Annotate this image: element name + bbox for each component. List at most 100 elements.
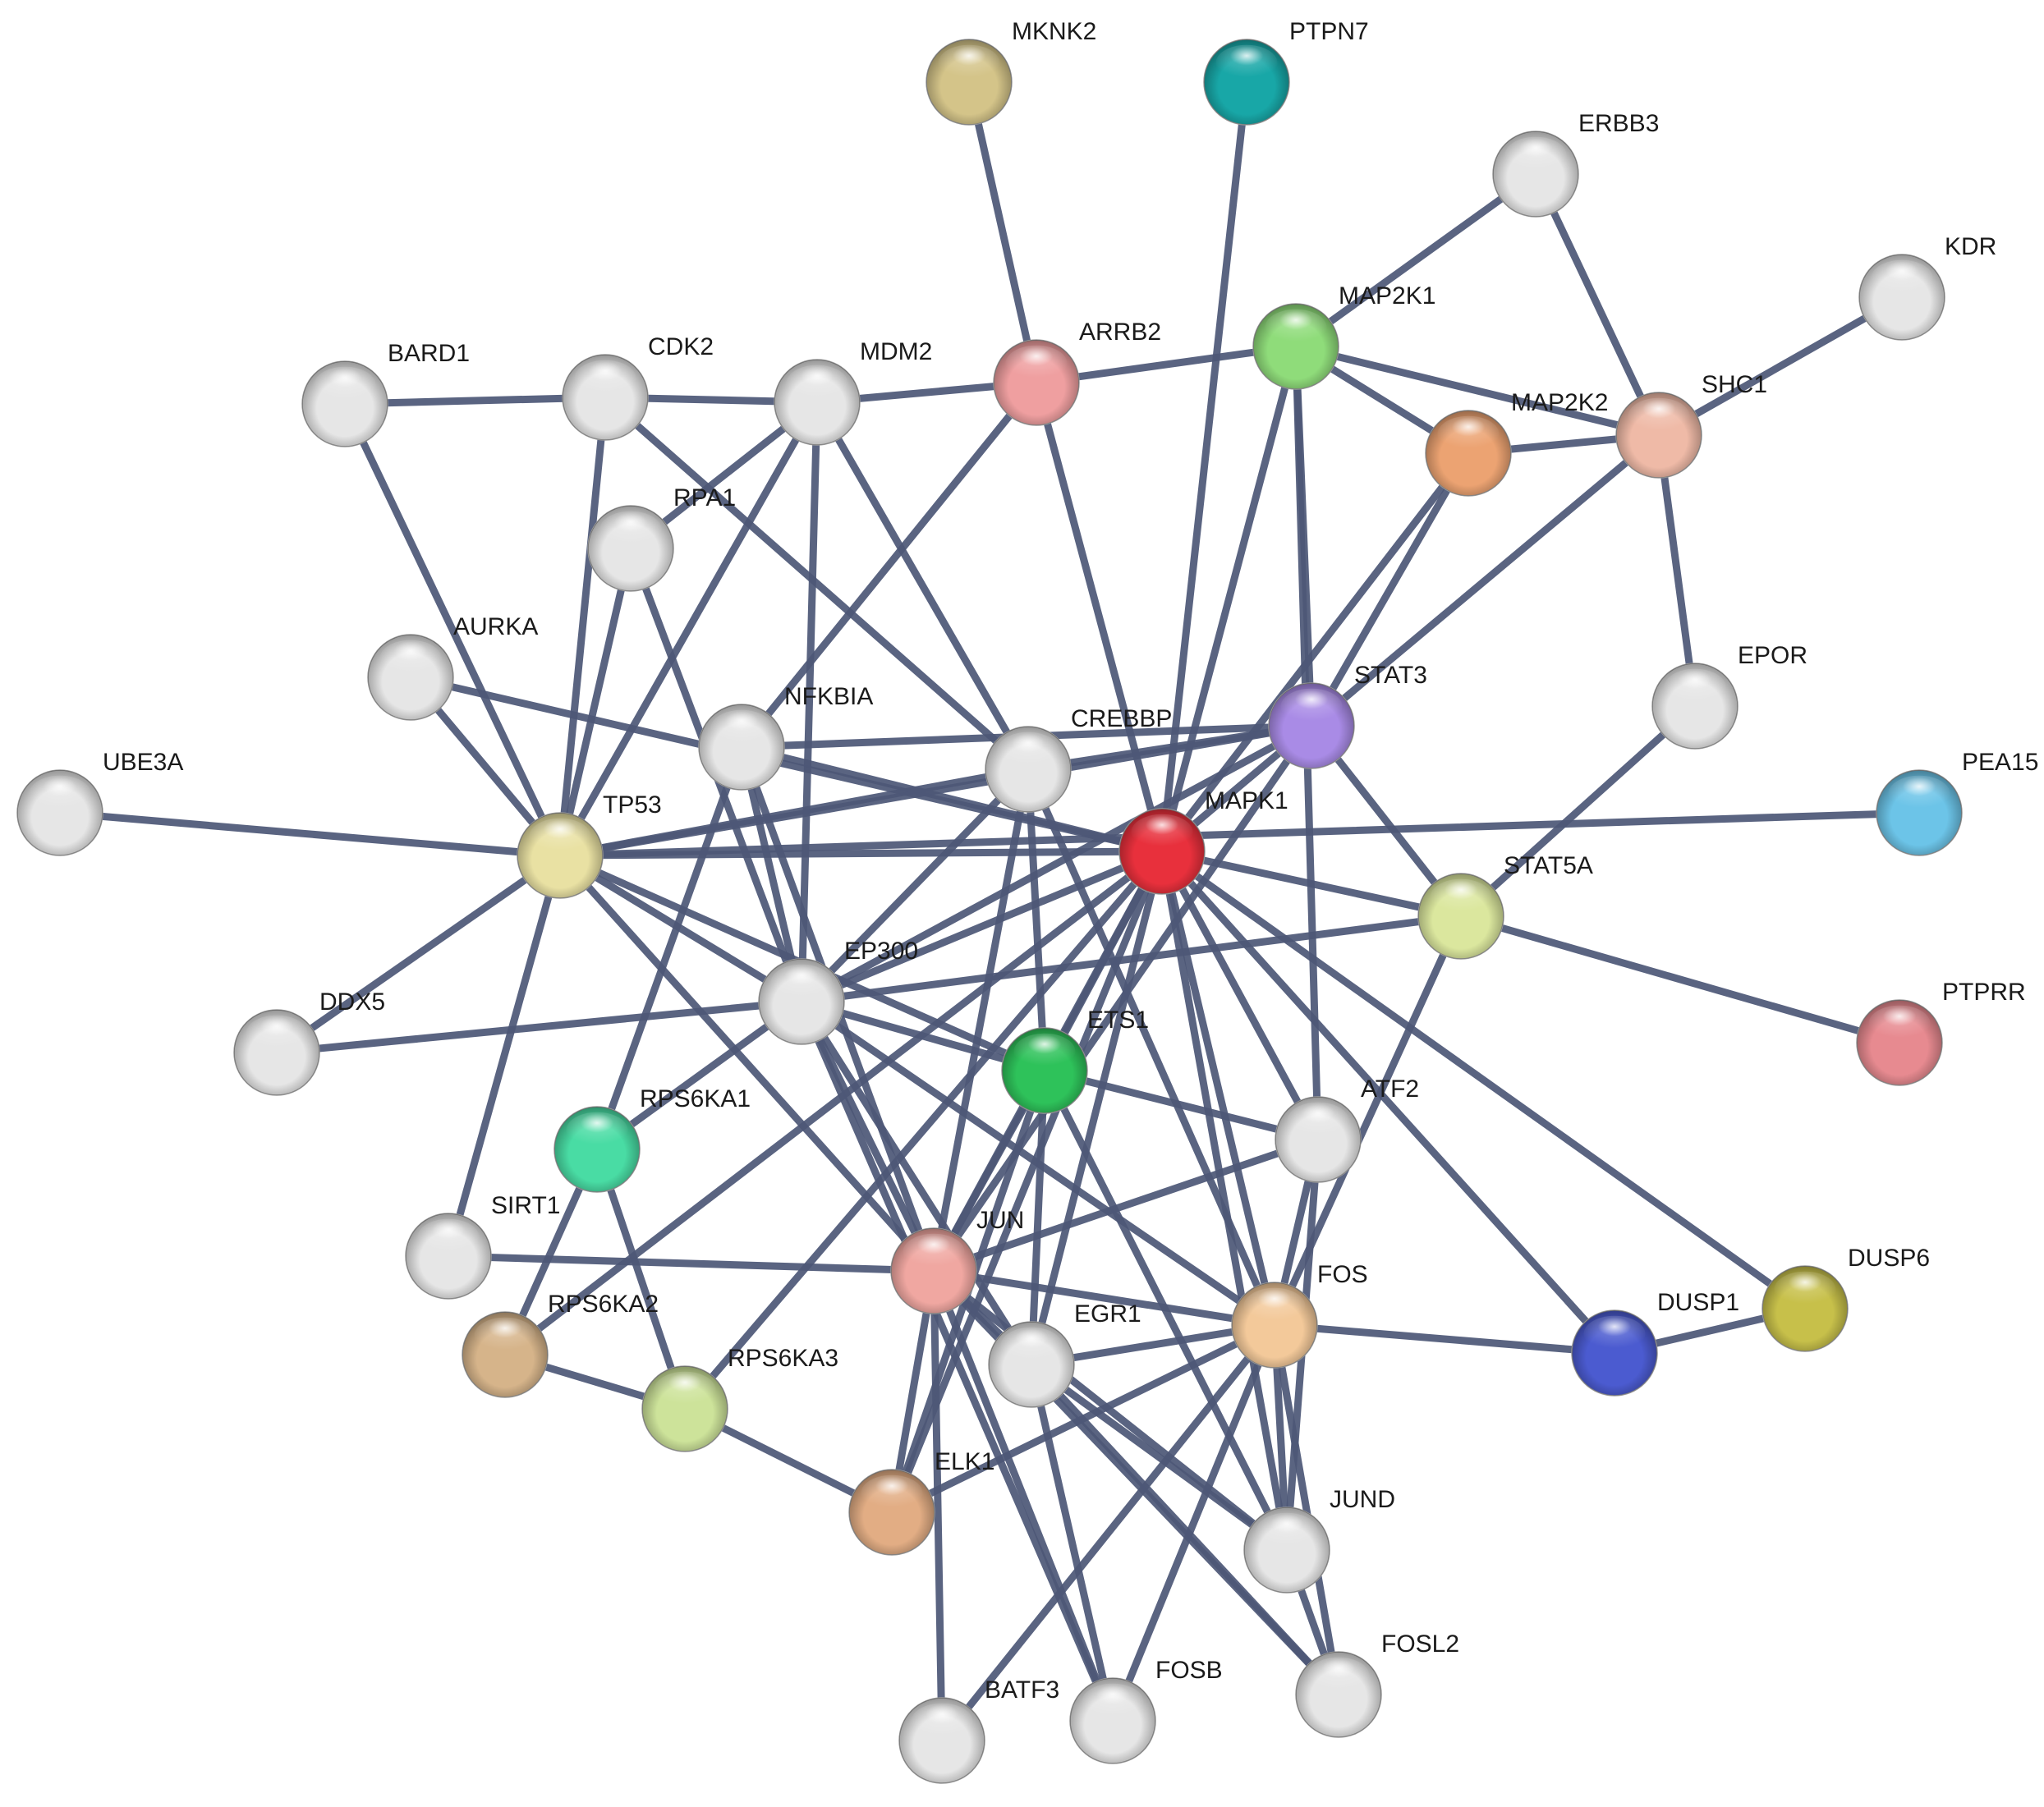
node-label: PEA15 — [1962, 749, 2038, 776]
node-aurka[interactable]: AURKA — [367, 613, 538, 721]
node-nfkbia[interactable]: NFKBIA — [698, 683, 873, 791]
node-gloss — [529, 818, 591, 855]
node-jund[interactable]: JUND — [1243, 1486, 1395, 1594]
node-crebbp[interactable]: CREBBP — [985, 705, 1172, 813]
edge-map2k2-stat3 — [1307, 449, 1472, 730]
node-ptpn7[interactable]: PTPN7 — [1203, 18, 1369, 126]
node-epor[interactable]: EPOR — [1651, 642, 1807, 750]
edge-bard1-cdk2 — [341, 393, 609, 408]
node-gloss — [246, 1015, 308, 1052]
node-gloss — [417, 1218, 480, 1255]
node-cdk2[interactable]: CDK2 — [562, 333, 714, 441]
node-elk1[interactable]: ELK1 — [848, 1448, 994, 1556]
node-label: ELK1 — [935, 1448, 994, 1475]
node-label: STAT3 — [1354, 662, 1427, 689]
node-dusp1[interactable]: DUSP1 — [1571, 1289, 1739, 1397]
node-kdr[interactable]: KDR — [1858, 233, 1996, 341]
node-dusp6[interactable]: DUSP6 — [1762, 1245, 1930, 1352]
node-label: RPS6KA1 — [640, 1085, 751, 1112]
node-label: EPOR — [1738, 642, 1807, 669]
edge-tp53-mapk1 — [556, 847, 1166, 860]
node-atf2[interactable]: ATF2 — [1275, 1075, 1419, 1183]
node-rps6ka1[interactable]: RPS6KA1 — [553, 1085, 751, 1193]
node-map2k2[interactable]: MAP2K2 — [1425, 389, 1608, 497]
edge-mapk1-jund — [1158, 847, 1291, 1554]
edge-arrb2-mapk1 — [1032, 378, 1166, 855]
node-gloss — [599, 511, 662, 548]
edge-mapk1-dusp1 — [1158, 847, 1619, 1357]
edge-mapk1-dusp6 — [1158, 847, 1809, 1313]
node-label: AURKA — [453, 613, 538, 640]
node-label: SHC1 — [1702, 371, 1767, 398]
node-mknk2[interactable]: MKNK2 — [926, 18, 1096, 126]
edge-cdk2-crebbp — [601, 393, 1032, 773]
node-gloss — [1265, 309, 1327, 346]
node-label: DDX5 — [319, 988, 385, 1016]
node-label: JUN — [976, 1207, 1024, 1234]
node-gloss — [1628, 397, 1690, 434]
edge-tp53-pea15 — [556, 809, 1923, 860]
node-label: MAP2K1 — [1339, 282, 1435, 310]
node-arrb2[interactable]: ARRB2 — [993, 319, 1161, 426]
node-gloss — [1256, 1512, 1318, 1549]
node-ube3a[interactable]: UBE3A — [16, 749, 183, 856]
node-label: PTPRR — [1942, 979, 2026, 1006]
node-erbb3[interactable]: ERBB3 — [1492, 110, 1659, 218]
edge-jun-batf3 — [930, 1267, 946, 1745]
node-ddx5[interactable]: DDX5 — [233, 988, 385, 1096]
node-label: FOSL2 — [1381, 1630, 1459, 1658]
node-fos[interactable]: FOS — [1231, 1261, 1368, 1369]
node-label: RPS6KA2 — [548, 1291, 659, 1318]
node-egr1[interactable]: EGR1 — [988, 1300, 1141, 1408]
edge-shc1-epor — [1655, 431, 1699, 710]
node-label: MAPK1 — [1205, 787, 1288, 814]
node-label: ARRB2 — [1079, 319, 1161, 346]
node-rps6ka2[interactable]: RPS6KA2 — [462, 1291, 659, 1398]
node-map2k1[interactable]: MAP2K1 — [1252, 282, 1435, 390]
node-gloss — [1504, 136, 1567, 173]
edge-mapk1-rps6ka3 — [681, 847, 1166, 1413]
node-gloss — [1082, 1683, 1144, 1720]
node-mdm2[interactable]: MDM2 — [774, 338, 932, 446]
node-label: EP300 — [844, 938, 918, 965]
node-gloss — [1215, 44, 1278, 81]
node-ets1[interactable]: ETS1 — [1001, 1007, 1149, 1114]
node-gloss — [938, 44, 1000, 81]
edge-nfkbia-mapk1 — [737, 743, 1166, 855]
node-sirt1[interactable]: SIRT1 — [405, 1192, 560, 1300]
node-gloss — [1583, 1315, 1646, 1352]
edge-stat5a-ptprr — [1457, 912, 1904, 1047]
node-gloss — [1868, 1005, 1931, 1042]
node-label: BARD1 — [388, 340, 470, 367]
node-tp53[interactable]: TP53 — [517, 791, 662, 899]
node-fosl2[interactable]: FOSL2 — [1295, 1630, 1459, 1738]
edge-mapk1-atf2 — [1158, 847, 1322, 1144]
node-gloss — [903, 1233, 965, 1270]
node-mapk1[interactable]: MAPK1 — [1118, 787, 1288, 895]
node-rps6ka3[interactable]: RPS6KA3 — [641, 1345, 838, 1452]
node-fosb[interactable]: FOSB — [1069, 1657, 1223, 1764]
node-stat5a[interactable]: STAT5A — [1417, 852, 1593, 960]
node-label: DUSP6 — [1848, 1245, 1930, 1272]
node-batf3[interactable]: BATF3 — [898, 1676, 1059, 1784]
edge-mdm2-crebbp — [813, 398, 1032, 773]
node-stat3[interactable]: STAT3 — [1268, 662, 1427, 769]
node-ptprr[interactable]: PTPRR — [1856, 979, 2026, 1086]
node-gloss — [1280, 688, 1343, 725]
edge-fos-fosl2 — [1270, 1321, 1343, 1699]
node-rpa1[interactable]: RPA1 — [587, 484, 736, 592]
node-ep300[interactable]: EP300 — [758, 938, 918, 1045]
edge-map2k1-mapk1 — [1158, 342, 1300, 855]
node-shc1[interactable]: SHC1 — [1615, 371, 1767, 479]
edge-rps6ka1-rps6ka3 — [593, 1145, 689, 1413]
node-pea15[interactable]: PEA15 — [1876, 749, 2038, 856]
edge-mdm2-ep300 — [797, 398, 821, 1006]
node-gloss — [1664, 668, 1726, 705]
node-bard1[interactable]: BARD1 — [301, 340, 470, 447]
edge-tp53-ep300 — [556, 851, 806, 1006]
edge-stat3-tp53 — [556, 722, 1316, 860]
node-gloss — [1287, 1102, 1349, 1139]
node-jun[interactable]: JUN — [890, 1207, 1024, 1314]
edge-mdm2-tp53 — [556, 398, 821, 860]
